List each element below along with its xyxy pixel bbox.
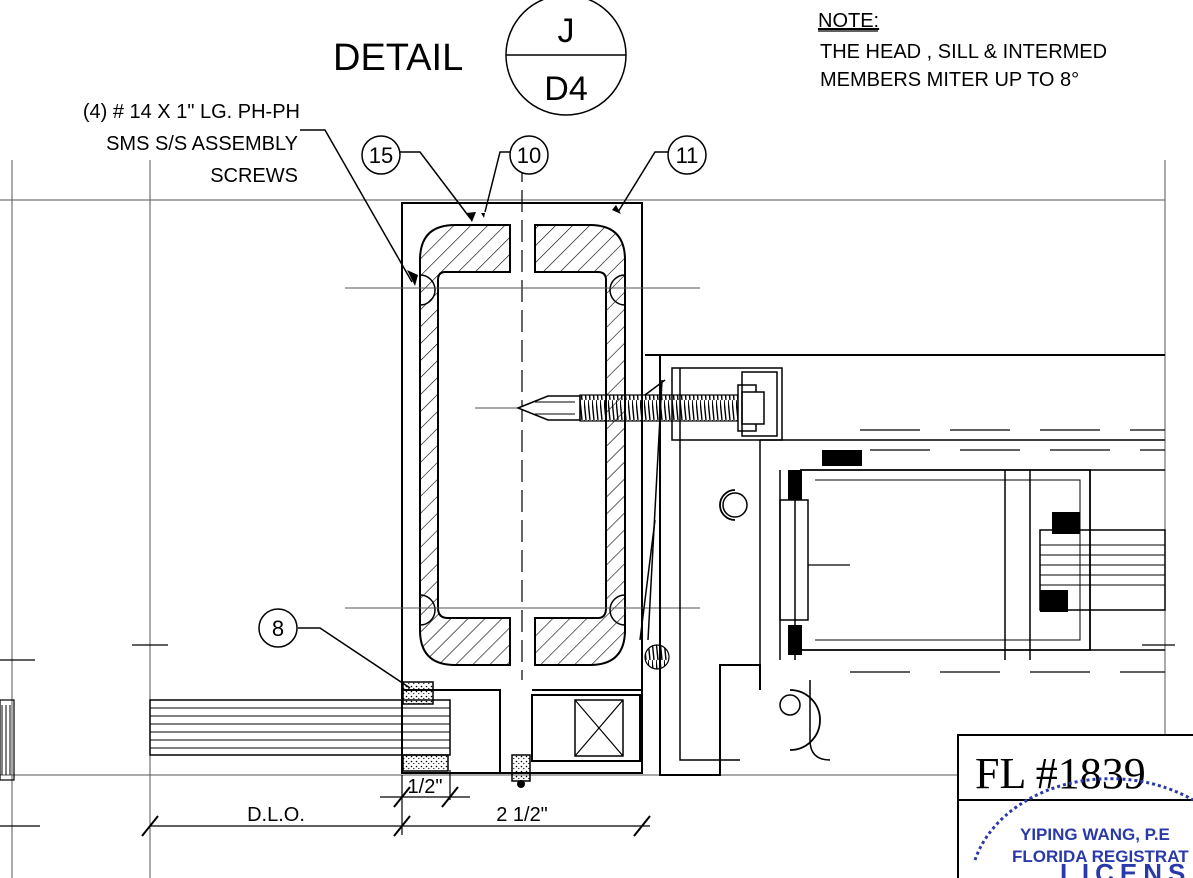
part-bubble-15: 15	[369, 143, 393, 168]
dim-half-inch: 1/2"	[408, 776, 443, 798]
seal-registration: FLORIDA REGISTRAT	[1012, 847, 1189, 866]
dimension-lines	[0, 770, 651, 837]
note-line-2: MEMBERS MITER UP TO 8°	[820, 69, 1079, 91]
part-bubble-11: 11	[676, 143, 699, 168]
screw-callout-line-3: SCREWS	[210, 165, 298, 187]
leader-lines	[298, 129, 668, 689]
general-note: NOTE: THE HEAD , SILL & INTERMED MEMBERS…	[818, 10, 1107, 91]
note-line-1: THE HEAD , SILL & INTERMED	[820, 41, 1107, 63]
note-heading: NOTE:	[818, 10, 879, 32]
fl-number: FL #1839	[975, 749, 1146, 798]
detail-word: DETAIL	[333, 37, 463, 79]
screw-callout-line-2: SMS S/S ASSEMBLY	[106, 133, 298, 155]
title-block: FL #1839 YIPING WANG, P.E FLORIDA REGIST…	[957, 734, 1193, 878]
screw-callout: (4) # 14 X 1" LG. PH-PH SMS S/S ASSEMBLY…	[83, 101, 300, 187]
detail-sheet: D4	[544, 70, 587, 108]
part-bubbles: 15 10 11 8	[258, 135, 707, 648]
part-bubble-10: 10	[517, 143, 541, 168]
mullion-frame	[345, 160, 700, 788]
dim-two-half: 2 1/2"	[496, 804, 548, 826]
seal-word: LICENSE	[1060, 858, 1193, 878]
left-glazing-panel	[0, 699, 451, 781]
glazing-adapter	[639, 354, 1166, 776]
dim-dlo: D.L.O.	[247, 804, 305, 826]
reference-lines	[0, 160, 1175, 878]
seal-engineer: YIPING WANG, P.E	[1020, 825, 1170, 844]
part-bubble-8: 8	[272, 616, 284, 641]
screw-callout-line-1: (4) # 14 X 1" LG. PH-PH	[83, 101, 300, 123]
detail-tag: DETAIL J D4	[333, 0, 627, 116]
dimension-text: 1/2" D.L.O. 2 1/2"	[247, 776, 548, 826]
detail-letter: J	[558, 12, 575, 50]
seal-ring	[973, 777, 1193, 861]
